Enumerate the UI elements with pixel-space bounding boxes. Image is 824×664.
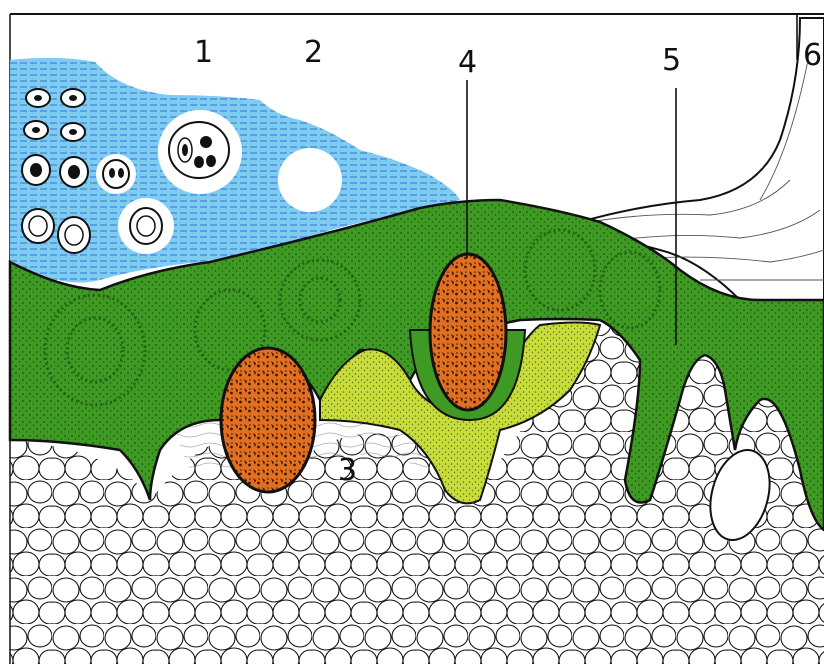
label-6: 6 (803, 38, 822, 73)
label-4: 4 (458, 45, 477, 80)
oval-body-4 (430, 254, 506, 410)
label-1: 1 (194, 35, 213, 70)
label-3: 3 (338, 453, 357, 488)
label-2: 2 (304, 35, 323, 70)
label-5: 5 (662, 43, 681, 78)
oval-body-3 (221, 348, 315, 492)
